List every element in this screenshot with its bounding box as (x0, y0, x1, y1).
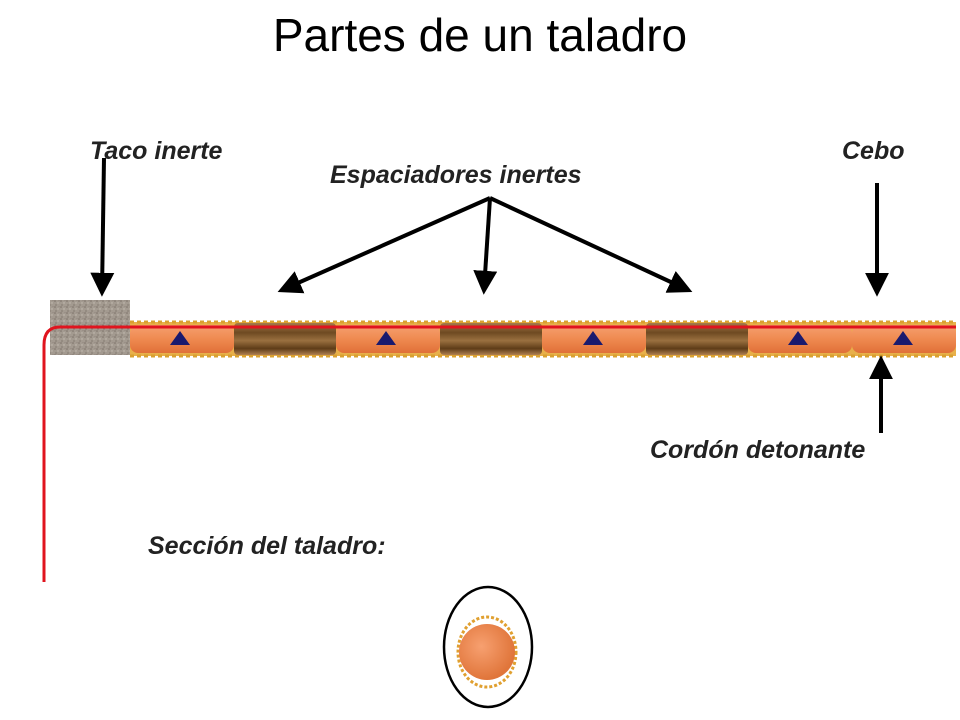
label-espaciadores-inertes: Espaciadores inertes (330, 161, 582, 189)
svg-text:EXSA: EXSA (379, 340, 393, 346)
borehole-cross-section (442, 585, 534, 709)
page-title: Partes de un taladro (272, 9, 688, 61)
label-seccion-taladro: Sección del taladro: (148, 532, 386, 560)
arrow-espaciador-3 (489, 196, 693, 293)
arrow-espaciador-2 (473, 197, 498, 295)
label-taco-inerte: Taco inerte (90, 137, 223, 165)
exsa-logo: EXSA (376, 331, 396, 346)
exsa-logo: EXSA (788, 331, 808, 346)
label-cordon-detonante: Cordón detonante (650, 436, 866, 464)
arrow-espaciador-1 (277, 196, 491, 294)
spacer (646, 323, 748, 355)
svg-text:EXSA: EXSA (791, 340, 805, 346)
exsa-logo: EXSA (170, 331, 190, 346)
svg-text:EXSA: EXSA (173, 340, 187, 346)
arrow-taco-inerte (90, 157, 115, 297)
spacer (440, 323, 542, 355)
label-cebo: Cebo (842, 137, 905, 165)
cross-section-cartridge (459, 624, 515, 680)
svg-text:EXSA: EXSA (896, 340, 910, 346)
exsa-logo: EXSA (893, 331, 913, 346)
detonating-cord (42, 325, 956, 582)
spacer (234, 323, 336, 355)
svg-text:EXSA: EXSA (586, 340, 600, 346)
exsa-logo: EXSA (583, 331, 603, 346)
